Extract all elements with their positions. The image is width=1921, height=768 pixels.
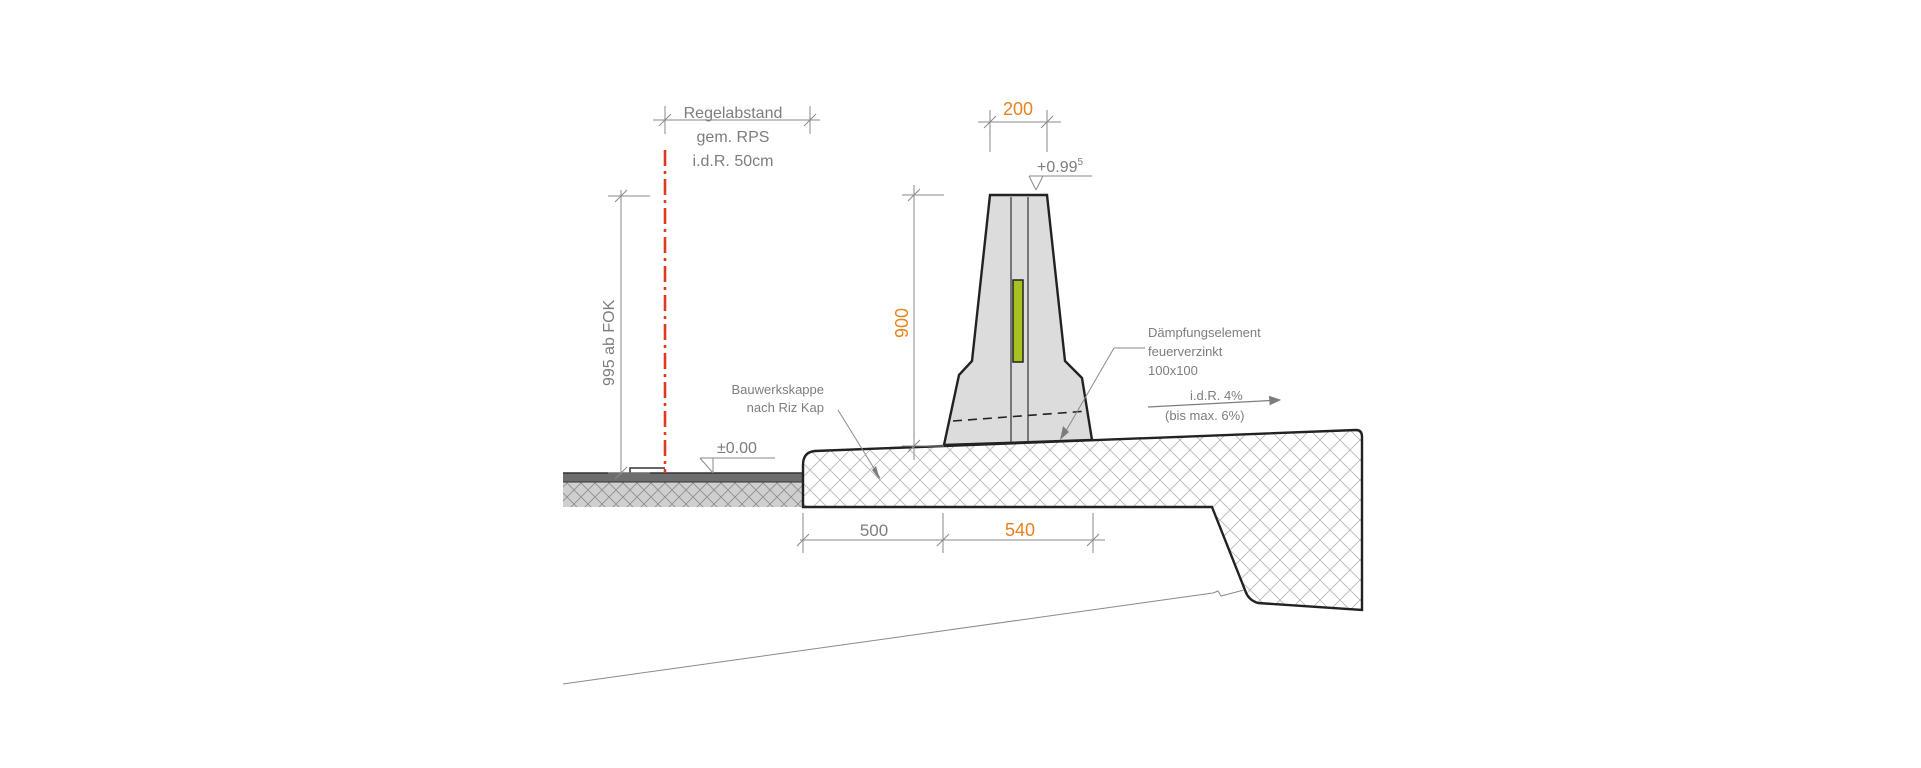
label-height-barrier: 900 <box>892 308 912 338</box>
label-feuerverzinkt: feuerverzinkt <box>1148 344 1223 359</box>
leader-daempfung <box>1060 347 1145 440</box>
level-marker-top <box>1028 175 1092 191</box>
label-dim-540: 540 <box>1005 520 1035 540</box>
dimension-height-left <box>608 189 650 480</box>
reflector-strip <box>1012 279 1024 363</box>
label-level-top: +0.995 <box>1037 157 1083 176</box>
bridge-cap <box>801 428 1364 612</box>
label-height-left: 995 ab FOK <box>601 299 618 386</box>
concrete-barrier <box>942 193 1094 447</box>
level-marker-zero <box>699 457 775 474</box>
label-bauwerkskappe: Bauwerkskappe <box>732 382 825 397</box>
label-level-zero: ±0.00 <box>717 440 757 457</box>
dimension-bottom <box>796 513 1105 553</box>
soffit-line <box>562 589 1245 685</box>
post-axis <box>629 150 667 473</box>
label-width-top: 200 <box>1003 99 1033 119</box>
label-regelabstand-idr: i.d.R. 50cm <box>693 153 774 170</box>
road-pavement <box>563 472 803 507</box>
slope-arrow <box>1147 395 1282 408</box>
label-riz-kap: nach Riz Kap <box>747 400 824 415</box>
label-regelabstand: Regelabstand <box>684 105 783 122</box>
dimension-height-barrier <box>902 185 944 460</box>
label-100x100: 100x100 <box>1148 363 1198 378</box>
leader-bauwerkskappe <box>837 409 881 480</box>
dimension-width-top <box>978 110 1061 152</box>
label-dim-500: 500 <box>860 521 888 540</box>
label-regelabstand-gem: gem. RPS <box>697 129 770 146</box>
label-slope: i.d.R. 4% <box>1190 388 1243 403</box>
label-slope-max: (bis max. 6%) <box>1165 408 1244 423</box>
dimension-regelabstand <box>653 106 820 134</box>
label-daempfungselement: Dämpfungselement <box>1148 325 1261 340</box>
